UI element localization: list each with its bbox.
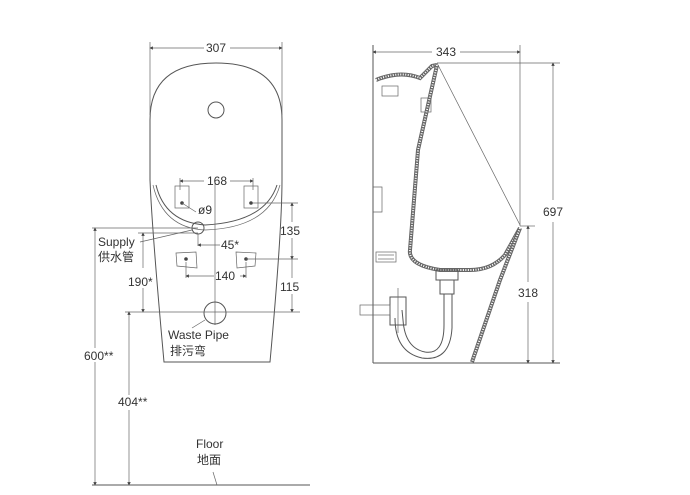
dim-697: 697 bbox=[543, 205, 563, 219]
bowl-front-wall bbox=[470, 227, 522, 363]
waste-pipe-label-en: Waste Pipe bbox=[168, 328, 229, 342]
upper-bracket-left bbox=[174, 185, 190, 209]
dim-140: 140 bbox=[215, 269, 235, 283]
dim-600: 600** bbox=[84, 349, 114, 363]
waste-trap bbox=[401, 294, 445, 353]
lower-bracket-left bbox=[175, 251, 198, 269]
bowl-back-wall bbox=[407, 64, 522, 272]
dim-hole-diameter: ø9 bbox=[198, 203, 212, 217]
front-view: 307 168 ø9 135 115 45* 140 Supply 供水管 bbox=[84, 41, 310, 486]
dim-343: 343 bbox=[436, 45, 456, 59]
dim-404: 404** bbox=[118, 395, 148, 409]
floor-label-zh: 地面 bbox=[197, 453, 221, 467]
inner-bowl-curve bbox=[155, 184, 278, 226]
dim-307: 307 bbox=[206, 41, 226, 55]
dim-190: 190* bbox=[128, 275, 153, 289]
front-outline bbox=[149, 62, 283, 363]
dim-115: 115 bbox=[280, 280, 299, 294]
supply-label-en: Supply bbox=[98, 235, 135, 249]
supply-label-zh: 供水管 bbox=[98, 249, 134, 264]
side-view: 343 697 318 bbox=[359, 45, 563, 364]
flush-inlet-circle bbox=[207, 101, 225, 119]
floor-label-en: Floor bbox=[196, 437, 223, 451]
dim-135: 135 bbox=[280, 224, 300, 238]
upper-bracket-right bbox=[243, 185, 259, 209]
dim-45: 45* bbox=[221, 238, 239, 252]
dim-168: 168 bbox=[207, 174, 227, 188]
dim-318: 318 bbox=[518, 286, 538, 300]
waste-pipe-circle bbox=[203, 301, 227, 325]
waste-pipe-label-zh: 排污弯 bbox=[170, 343, 206, 358]
lower-bracket-right bbox=[235, 251, 257, 269]
